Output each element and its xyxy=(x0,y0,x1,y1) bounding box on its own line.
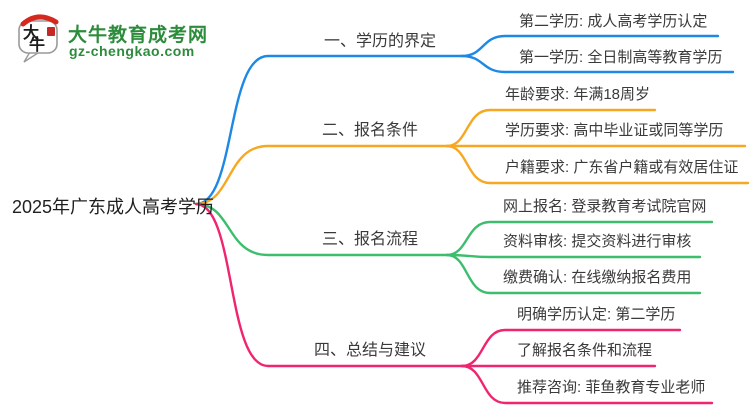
site-logo: 大 牛 大牛教育成考网 gz-chengkao.com xyxy=(14,12,244,72)
branch-4-label: 四、总结与建议 xyxy=(313,342,426,359)
daniu-speech-bubble-icon: 大 牛 xyxy=(18,14,59,63)
branch-2-curves xyxy=(194,108,750,206)
root-topic: 2025年广东成人高考学历 xyxy=(12,197,215,217)
leaf-1-2: 第一学历: 全日制高等教育学历 xyxy=(519,49,723,66)
branch-3-label: 三、报名流程 xyxy=(321,231,418,248)
branch-1-label: 一、学历的界定 xyxy=(323,33,436,50)
svg-text:大: 大 xyxy=(23,23,39,42)
leaf-3-1: 网上报名: 登录教育考试院官网 xyxy=(503,198,707,215)
logo-domain: gz-chengkao.com xyxy=(69,43,195,59)
svg-text:牛: 牛 xyxy=(29,35,45,54)
logo-title: 大牛教育成考网 xyxy=(68,25,209,46)
leaf-2-2: 学历要求: 高中毕业证或同等学历 xyxy=(505,122,724,139)
branch-4-curves xyxy=(194,202,714,405)
leaf-3-2: 资料审核: 提交资料进行审核 xyxy=(503,233,692,250)
leaf-2-3: 户籍要求: 广东省户籍或有效居住证 xyxy=(505,159,739,176)
leaf-4-1: 明确学历认定: 第二学历 xyxy=(517,306,676,323)
leaf-4-2: 了解报名条件和流程 xyxy=(517,342,653,359)
branch-2-label: 二、报名条件 xyxy=(321,122,418,139)
leaf-1-1: 第二学历: 成人高考学历认定 xyxy=(519,13,708,30)
branch-1-curves xyxy=(194,34,735,206)
leaf-3-3: 缴费确认: 在线缴纳报名费用 xyxy=(503,269,692,286)
leaf-4-3: 推荐咨询: 菲鱼教育专业老师 xyxy=(517,379,706,396)
branch-3-curves xyxy=(194,202,714,295)
leaf-2-1: 年龄要求: 年满18周岁 xyxy=(505,86,651,103)
